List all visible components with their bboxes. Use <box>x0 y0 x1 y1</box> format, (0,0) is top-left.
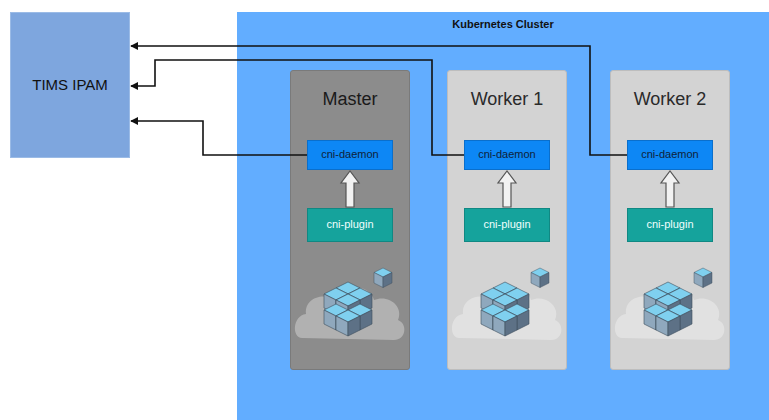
node-panel: cni-daemon cni-plugin Master <box>290 70 410 370</box>
plugin-box: cni-plugin <box>464 208 550 242</box>
node-label: Kubernetes Cluster <box>452 18 553 31</box>
plugin-box: cni-plugin <box>627 208 713 242</box>
node-panel: cni-daemon cni-plugin Worker 2 <box>610 70 730 370</box>
cluster-region: cni-daemoncni-pluginMastercni-daemoncni-… <box>237 12 769 420</box>
node-label: cni-plugin <box>646 218 693 231</box>
node-label: Worker 2 <box>634 89 707 111</box>
node-label: TIMS IPAM <box>32 76 108 94</box>
daemon-box: cni-daemon <box>464 140 550 170</box>
node-label: cni-daemon <box>321 148 378 161</box>
node-label: cni-plugin <box>483 218 530 231</box>
node-label: Master <box>322 89 377 111</box>
plugin-box: cni-plugin <box>307 208 393 242</box>
daemon-box: cni-daemon <box>307 140 393 170</box>
node-panel: cni-daemon cni-plugin Worker 1 <box>447 70 567 370</box>
node-label: cni-plugin <box>326 218 373 231</box>
node-label: Worker 1 <box>471 89 544 111</box>
ipam-box: TIMS IPAM <box>10 12 130 158</box>
node-label: cni-daemon <box>641 148 698 161</box>
daemon-box: cni-daemon <box>627 140 713 170</box>
node-label: cni-daemon <box>478 148 535 161</box>
